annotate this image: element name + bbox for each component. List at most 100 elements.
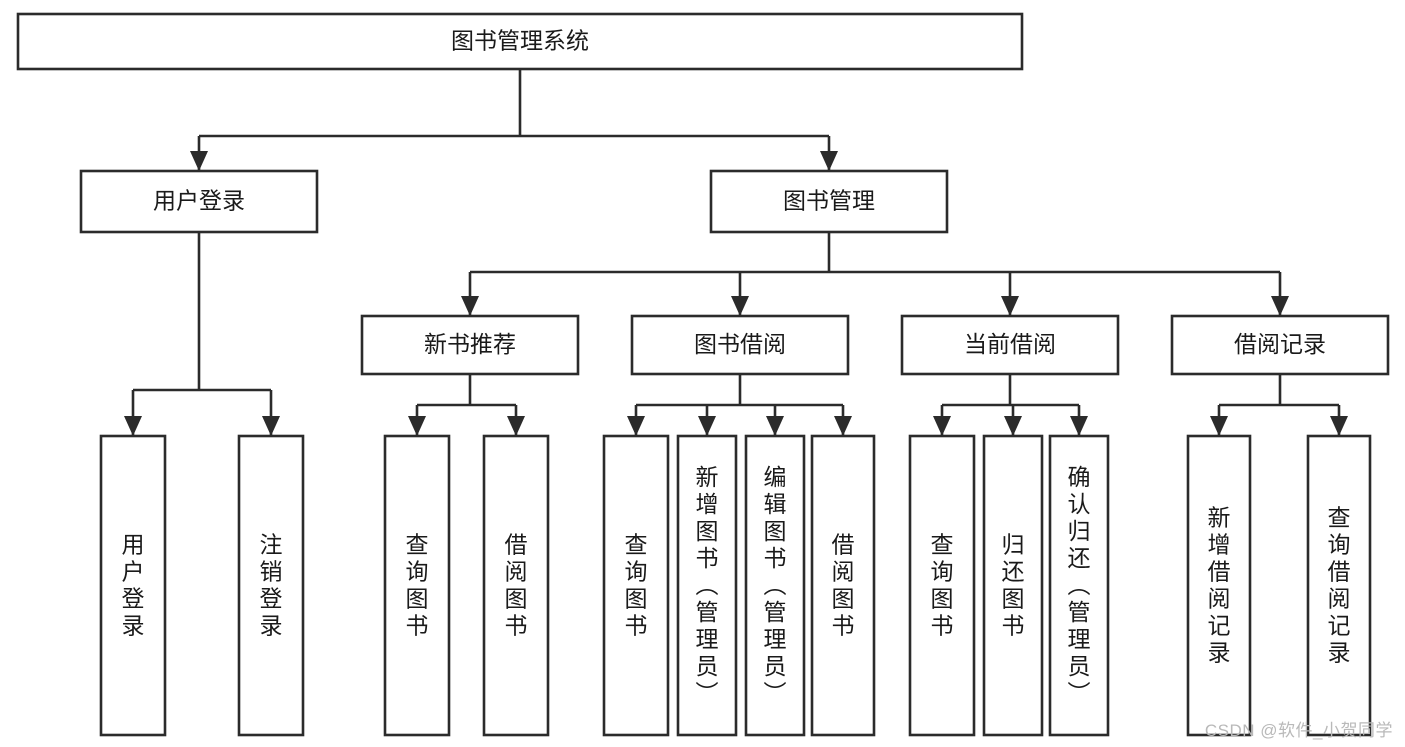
node-box — [630, 314, 850, 376]
arrow-head-icon — [1004, 416, 1022, 436]
node-leaf-user-logout[interactable]: 注销登录 — [237, 434, 305, 737]
node-label-char: 书 — [505, 613, 528, 639]
node-label-char: 图 — [406, 586, 429, 612]
node-label-char: 图 — [696, 518, 719, 544]
node-label-char: 还 — [1068, 545, 1091, 571]
node-label-char: ︶ — [696, 680, 719, 706]
node-label: 查询图书 — [406, 532, 429, 639]
node-label-char: 阅 — [505, 559, 528, 585]
node-label: 借阅图书 — [505, 532, 528, 639]
node-box — [810, 434, 876, 737]
node-layer: 图书管理系统用户登录图书管理新书推荐图书借阅当前借阅借阅记录用户登录注销登录查询… — [16, 12, 1390, 737]
node-box — [482, 434, 550, 737]
node-box — [982, 434, 1044, 737]
node-label-char: 借 — [505, 532, 528, 558]
node-label: 用户登录 — [122, 532, 145, 639]
node-label-char: 书 — [1002, 613, 1025, 639]
node-leaf-add-book[interactable]: 新增图书︵管理员︶ — [676, 434, 738, 737]
node-label-char: ︵ — [764, 572, 787, 598]
node-label-char: 注 — [260, 532, 283, 558]
node-label-char: ︵ — [696, 572, 719, 598]
node-leaf-query-record[interactable]: 查询借阅记录 — [1306, 434, 1372, 737]
arrow-head-icon — [408, 416, 426, 436]
node-label: 新增图书︵管理员︶ — [696, 464, 719, 706]
node-label-char: 图 — [764, 518, 787, 544]
node-leaf-confirm-return[interactable]: 确认归还︵管理员︶ — [1048, 434, 1110, 737]
arrow-head-icon — [1210, 416, 1228, 436]
connector-layer — [124, 69, 1348, 436]
node-label-char: 增 — [1208, 532, 1231, 558]
node-label-char: 记 — [1208, 613, 1231, 639]
arrow-head-icon — [1271, 296, 1289, 316]
node-box — [676, 434, 738, 737]
node-leaf-borrow-book-2[interactable]: 借阅图书 — [810, 434, 876, 737]
node-label-char: 询 — [625, 559, 648, 585]
node-label-char: 书 — [832, 613, 855, 639]
node-label-char: 记 — [1328, 613, 1351, 639]
node-label-char: 询 — [406, 559, 429, 585]
node-label-char: 图 — [505, 586, 528, 612]
node-label-char: 辑 — [764, 491, 787, 517]
node-new-book-recommend[interactable]: 新书推荐 — [360, 314, 580, 376]
node-label-char: 询 — [931, 559, 954, 585]
node-label-char: 理 — [764, 626, 787, 652]
node-label-char: 员 — [1068, 653, 1091, 679]
node-label: 新增借阅记录 — [1208, 505, 1231, 666]
node-box — [99, 434, 167, 737]
node-label-char: 用 — [122, 532, 145, 558]
node-label-char: 户 — [122, 559, 145, 585]
node-label: 借阅记录 — [1234, 331, 1326, 357]
node-box — [744, 434, 806, 737]
node-label-char: 登 — [122, 586, 145, 612]
node-label-char: 查 — [931, 532, 954, 558]
node-leaf-add-record[interactable]: 新增借阅记录 — [1186, 434, 1252, 737]
node-label-char: 员 — [696, 653, 719, 679]
arrow-head-icon — [1330, 416, 1348, 436]
node-label: 确认归还︵管理员︶ — [1068, 464, 1091, 706]
node-leaf-query-book-2[interactable]: 查询图书 — [602, 434, 670, 737]
watermark-text: CSDN @软件_小贺同学 — [1204, 721, 1393, 740]
arrow-head-icon — [820, 151, 838, 171]
node-leaf-return-book[interactable]: 归还图书 — [982, 434, 1044, 737]
node-label-char: 询 — [1328, 532, 1351, 558]
node-label-char: 借 — [1328, 559, 1351, 585]
node-label-char: 管 — [696, 599, 719, 625]
node-book-manage[interactable]: 图书管理 — [709, 169, 949, 234]
node-leaf-query-book-3[interactable]: 查询图书 — [908, 434, 976, 737]
arrow-head-icon — [1001, 296, 1019, 316]
node-label-char: 编 — [764, 464, 787, 490]
node-label-char: 阅 — [832, 559, 855, 585]
node-box — [602, 434, 670, 737]
arrow-head-icon — [766, 416, 784, 436]
node-borrow-record[interactable]: 借阅记录 — [1170, 314, 1390, 376]
node-box — [900, 314, 1120, 376]
node-leaf-edit-book[interactable]: 编辑图书︵管理员︶ — [744, 434, 806, 737]
node-label-char: 新 — [1208, 505, 1231, 531]
node-label-char: 新 — [696, 464, 719, 490]
node-box — [1306, 434, 1372, 737]
node-box — [237, 434, 305, 737]
node-label-char: 书 — [406, 613, 429, 639]
node-current-borrow[interactable]: 当前借阅 — [900, 314, 1120, 376]
node-label-char: 阅 — [1328, 586, 1351, 612]
node-label-char: 归 — [1068, 518, 1091, 544]
node-box — [79, 169, 319, 234]
arrow-head-icon — [461, 296, 479, 316]
node-leaf-user-login[interactable]: 用户登录 — [99, 434, 167, 737]
node-leaf-query-book-1[interactable]: 查询图书 — [383, 434, 451, 737]
node-label-char: 查 — [1328, 505, 1351, 531]
node-label-char: 登 — [260, 586, 283, 612]
node-label-char: 管 — [1068, 599, 1091, 625]
node-root[interactable]: 图书管理系统 — [16, 12, 1024, 71]
node-label-char: 查 — [625, 532, 648, 558]
node-label: 图书借阅 — [694, 331, 786, 357]
node-label-char: 认 — [1068, 491, 1091, 517]
node-user-login[interactable]: 用户登录 — [79, 169, 319, 234]
node-leaf-borrow-book-1[interactable]: 借阅图书 — [482, 434, 550, 737]
node-book-borrow[interactable]: 图书借阅 — [630, 314, 850, 376]
node-box — [1048, 434, 1110, 737]
arrow-head-icon — [507, 416, 525, 436]
node-label: 用户登录 — [153, 188, 245, 214]
node-label-char: 图 — [625, 586, 648, 612]
